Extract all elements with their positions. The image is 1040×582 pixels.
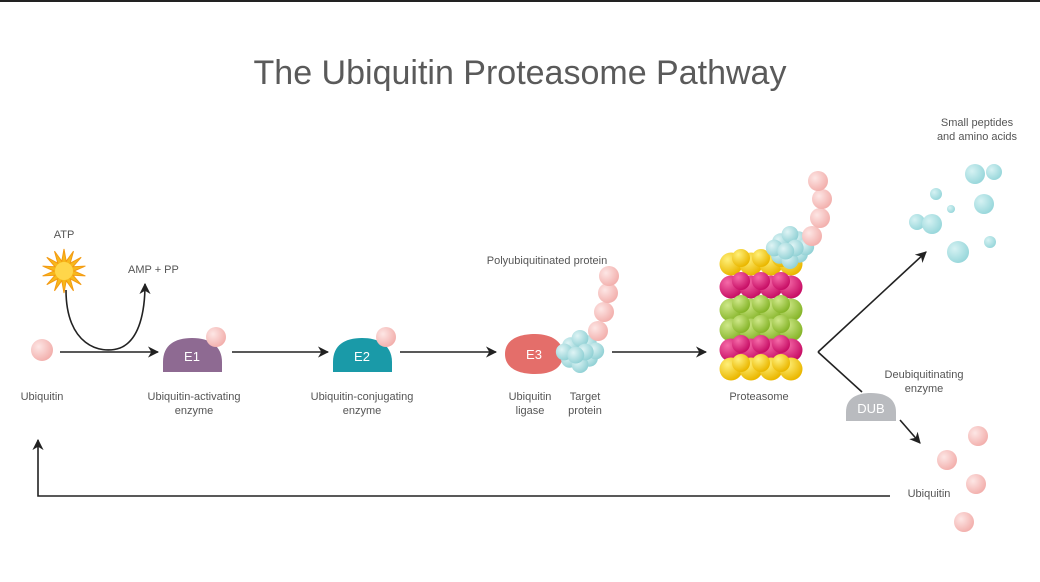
proteasome-subunit (772, 315, 790, 333)
ubiquitin-ball (808, 171, 828, 191)
amino-acid (947, 241, 969, 263)
proteasome-subunit (752, 295, 770, 313)
arrow-to-peptides (817, 251, 927, 353)
ubiquitin-ball (206, 327, 226, 347)
polyubiquitin-chain (802, 171, 832, 246)
ubiquitin-ball (966, 474, 986, 494)
peptides-caption-line2: and amino acids (937, 131, 1018, 143)
target-caption-line2: protein (568, 405, 602, 417)
e1-caption-line2: enzyme (175, 405, 214, 417)
amino-acid (930, 188, 942, 200)
e3-ligase (505, 334, 563, 374)
target-protein-icon (765, 225, 815, 269)
amino-acid (984, 236, 996, 248)
ubiquitin-ball (968, 426, 988, 446)
amino-acid (986, 164, 1002, 180)
target-caption-line1: Target (570, 391, 601, 403)
ubiquitin-ball (812, 189, 832, 209)
e1-caption-line1: Ubiquitin-activating (148, 391, 241, 403)
amp-pp-label: AMP + PP (128, 264, 179, 276)
ubiquitin-ball (810, 208, 830, 228)
e3-caption-line2: ligase (516, 405, 545, 417)
proteasome-subunit (772, 295, 790, 313)
target-protein-icon (555, 329, 605, 373)
polyubiquitinated-label: Polyubiquitinated protein (487, 255, 607, 267)
ubiquitin-ball (594, 302, 614, 322)
ubiquitin-end-label: Ubiquitin (908, 488, 951, 500)
proteasome-subunit (772, 272, 790, 290)
ubiquitin-ball (802, 226, 822, 246)
proteasome-label: Proteasome (729, 391, 788, 403)
ubiquitin-ball (937, 450, 957, 470)
ubiquitin-ball (376, 327, 396, 347)
amino-acid (922, 214, 942, 234)
amino-acid (909, 214, 925, 230)
atp-label: ATP (54, 229, 75, 241)
proteasome-subunit (752, 315, 770, 333)
proteasome-subunit (752, 272, 770, 290)
ubiquitin-ball (31, 339, 53, 361)
atp-icon (42, 248, 86, 294)
amino-acid (965, 164, 985, 184)
proteasome-subunit (732, 335, 750, 353)
polyubiquitin-chain (588, 266, 619, 341)
arrow-dub-to-ubiquitin (899, 419, 921, 444)
proteasome-subunit (732, 272, 750, 290)
amino-acid (974, 194, 994, 214)
e1-label: E1 (184, 349, 200, 364)
protein-sphere (571, 329, 589, 347)
e2-caption-line2: enzyme (343, 405, 382, 417)
proteasome-subunit (772, 335, 790, 353)
e2-enzyme (333, 327, 396, 372)
proteasome-subunit (732, 249, 750, 267)
ubiquitin-ball (588, 321, 608, 341)
peptides-caption-line1: Small peptides (941, 117, 1014, 129)
proteasome-subunit (752, 249, 770, 267)
e1-enzyme (163, 327, 226, 372)
ubiquitin-ball (954, 512, 974, 532)
proteasome-subunit (752, 354, 770, 372)
proteasome-subunit (732, 295, 750, 313)
dub-enzyme (846, 393, 896, 421)
e2-caption-line1: Ubiquitin-conjugating (311, 391, 414, 403)
recycle-arrow (32, 438, 890, 497)
proteasome-subunit (732, 354, 750, 372)
arrow-to-dub (817, 351, 863, 393)
atp-hydrolysis-arrow (65, 282, 151, 351)
proteasome-subunit (772, 354, 790, 372)
dub-label: DUB (857, 401, 884, 416)
ubiquitin-ball (599, 266, 619, 286)
amino-acids-cluster (909, 164, 1002, 263)
proteasome-subunit (752, 335, 770, 353)
dub-caption-line1: Deubiquitinating (885, 369, 964, 381)
proteasome-subunit (732, 315, 750, 333)
ubiquitin-start-label: Ubiquitin (21, 391, 64, 403)
protein-sphere (567, 346, 585, 364)
e3-label: E3 (526, 347, 542, 362)
protein-sphere (777, 242, 795, 260)
page-title: The Ubiquitin Proteasome Pathway (254, 54, 787, 92)
amino-acid (947, 205, 955, 213)
e3-caption-line1: Ubiquitin (509, 391, 552, 403)
released-ubiquitin-cluster (937, 426, 988, 532)
protein-sphere (781, 225, 799, 243)
e2-label: E2 (354, 349, 370, 364)
top-border (0, 0, 1040, 2)
ubiquitin-ball (598, 283, 618, 303)
dub-caption-line2: enzyme (905, 383, 944, 395)
